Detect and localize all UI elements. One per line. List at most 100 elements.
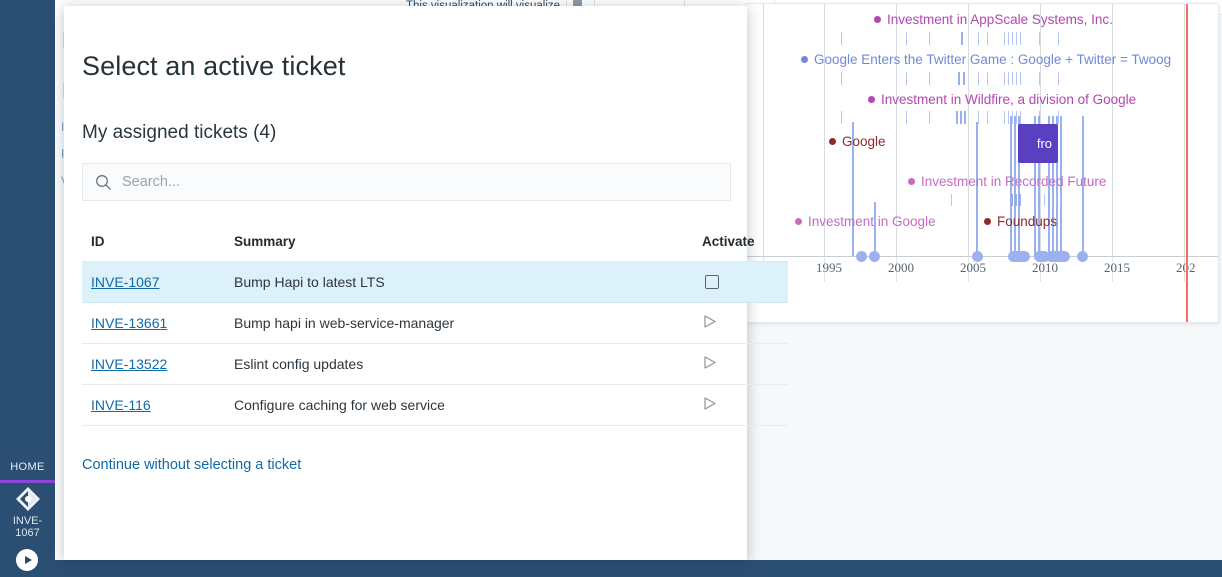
- right-pane-background: [740, 330, 1222, 577]
- ticket-search-box[interactable]: [82, 163, 731, 201]
- sidebar-play-button[interactable]: [16, 549, 38, 571]
- timeline-point-cluster[interactable]: [1008, 251, 1030, 262]
- swatch-icon: [573, 0, 583, 11]
- search-input[interactable]: [122, 174, 730, 190]
- event-tick: [963, 72, 965, 85]
- column-header-id: ID: [91, 234, 105, 249]
- continue-without-ticket-link[interactable]: Continue without selecting a ticket: [82, 457, 302, 473]
- event-stem: [874, 202, 876, 256]
- activate-cell[interactable]: [702, 355, 788, 373]
- timeline-point[interactable]: [1077, 251, 1088, 262]
- grid-line: [1040, 252, 1041, 282]
- event-tick: [1016, 72, 1017, 85]
- event-tick: [1019, 194, 1021, 206]
- event-stem: [1014, 116, 1016, 256]
- grid-line: [896, 252, 897, 282]
- timeline-point-cluster[interactable]: [1034, 251, 1050, 262]
- select-ticket-dialog: Select an active ticket My assigned tick…: [64, 6, 788, 560]
- table-row[interactable]: INVE-1067 Bump Hapi to latest LTS: [82, 262, 788, 303]
- timeline-point-cluster[interactable]: [1046, 251, 1070, 262]
- event-tick: [1016, 111, 1017, 124]
- timeline-annotation[interactable]: Google Enters the Twitter Game : Google …: [801, 52, 1171, 67]
- event-tick: [1052, 194, 1053, 206]
- event-tick: [1004, 111, 1005, 124]
- column-header-summary: Summary: [234, 234, 296, 249]
- tooltip-text: fro: [1036, 136, 1052, 151]
- timeline-annotation[interactable]: Google: [829, 134, 886, 149]
- timeline-point[interactable]: [972, 251, 983, 262]
- event-tick: [929, 32, 930, 45]
- event-stem: [1034, 116, 1036, 256]
- ticket-id-link[interactable]: INVE-116: [91, 397, 151, 413]
- event-tick: [1012, 72, 1013, 85]
- event-stem: [1048, 116, 1050, 256]
- event-tick: [841, 72, 842, 85]
- event-tick: [1004, 72, 1005, 85]
- activate-cell[interactable]: [702, 275, 788, 289]
- table-row[interactable]: INVE-13661 Bump hapi in web-service-mana…: [82, 303, 788, 344]
- event-tick: [906, 111, 907, 124]
- event-tick: [1056, 194, 1057, 206]
- ticket-id-cell: INVE-1067: [82, 274, 234, 290]
- ticket-id-link[interactable]: INVE-1067: [91, 274, 160, 290]
- event-stem: [976, 122, 978, 256]
- assigned-tickets-heading: My assigned tickets (4): [82, 122, 277, 143]
- ticket-summary-cell: Eslint config updates: [234, 356, 364, 372]
- timeline-tooltip[interactable]: fro: [1018, 124, 1058, 163]
- table-row[interactable]: INVE-13522 Eslint config updates: [82, 344, 788, 385]
- event-tick: [1035, 194, 1036, 206]
- event-tick: [1008, 111, 1009, 124]
- sidebar-accent-divider: [0, 480, 55, 483]
- grid-line: [968, 252, 969, 282]
- ticket-id-link[interactable]: INVE-13661: [91, 315, 168, 331]
- event-stem: [1060, 116, 1062, 256]
- ticket-id-cell: INVE-13661: [82, 315, 234, 331]
- play-icon[interactable]: [702, 314, 717, 332]
- legend-dot-icon: [984, 218, 991, 225]
- timeline-annotation[interactable]: Foundups: [984, 214, 1057, 229]
- annotation-label: Investment in Google: [808, 214, 936, 229]
- axis-tick-label: 202: [1176, 260, 1196, 276]
- annotation-label: Investment in AppScale Systems, Inc.: [887, 12, 1113, 27]
- event-tick: [1058, 32, 1059, 45]
- event-stem: [1056, 116, 1058, 256]
- tickets-table: ID Summary Activate INVE-1067 Bump Hapi …: [82, 234, 788, 426]
- play-icon[interactable]: [702, 355, 717, 373]
- left-sidebar: HOME INVE- 1067: [0, 0, 55, 577]
- grid-line: [824, 4, 825, 256]
- grid-line: [1184, 4, 1185, 256]
- timeline-point[interactable]: [869, 251, 880, 262]
- grid-line: [1112, 4, 1113, 256]
- event-tick: [987, 32, 988, 45]
- sidebar-item-home[interactable]: HOME: [10, 461, 45, 473]
- event-tick: [1058, 111, 1059, 124]
- event-tick: [1008, 32, 1009, 45]
- timeline-visualization-card[interactable]: Investment in AppScale Systems, Inc. Goo…: [745, 3, 1219, 323]
- sidebar-active-ticket[interactable]: INVE- 1067: [0, 486, 55, 539]
- stop-icon[interactable]: [705, 275, 719, 289]
- timeline-annotation[interactable]: Investment in AppScale Systems, Inc.: [874, 12, 1113, 27]
- event-tick: [1020, 111, 1021, 124]
- grid-line: [763, 4, 764, 256]
- annotation-label: Foundups: [997, 214, 1058, 229]
- timeline-point[interactable]: [856, 251, 867, 262]
- ticket-id-link[interactable]: INVE-13522: [91, 356, 168, 372]
- event-tick: [1039, 32, 1040, 45]
- grid-line: [896, 4, 897, 256]
- activate-cell[interactable]: [702, 314, 788, 332]
- timeline-annotation[interactable]: Investment in Google: [795, 214, 936, 229]
- bottom-rail: [55, 560, 1222, 577]
- event-tick: [1008, 72, 1009, 85]
- event-tick: [961, 32, 963, 45]
- ticket-summary-cell: Bump hapi in web-service-manager: [234, 315, 455, 331]
- table-row[interactable]: INVE-116 Configure caching for web servi…: [82, 385, 788, 426]
- activate-cell[interactable]: [702, 396, 788, 414]
- ticket-id-cell: INVE-13522: [82, 356, 234, 372]
- event-tick: [960, 111, 962, 124]
- timeline-annotation[interactable]: Investment in Recorded Future: [908, 174, 1106, 189]
- timeline-annotation[interactable]: Investment in Wildfire, a division of Go…: [868, 92, 1136, 107]
- event-tick: [1020, 72, 1021, 85]
- event-tick: [956, 111, 958, 124]
- event-tick: [929, 72, 930, 85]
- play-icon[interactable]: [702, 396, 717, 414]
